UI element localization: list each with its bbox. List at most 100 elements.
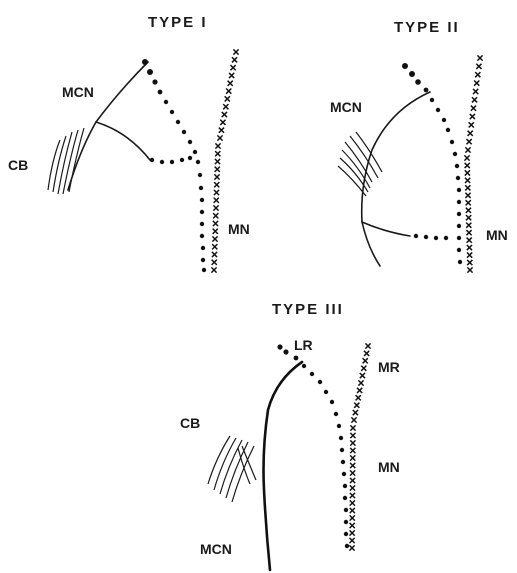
medial-root-cross: [213, 213, 218, 218]
medial-root-cross: [226, 88, 231, 93]
medial-root-cross: [469, 122, 474, 127]
label-cb-type-1: CB: [8, 157, 28, 173]
medial-root-cross: [232, 57, 237, 62]
medial-root-cross: [466, 223, 471, 228]
medial-root-cross: [213, 229, 218, 234]
medial-root-cross: [220, 120, 225, 125]
medial-root-cross: [349, 545, 354, 550]
label-mn-type-3: MN: [378, 459, 400, 475]
medial-root-cross: [354, 403, 359, 408]
medial-root-cross: [465, 170, 470, 175]
medial-root-cross: [350, 440, 355, 445]
medial-root-cross: [364, 351, 369, 356]
medial-root-cross: [357, 388, 362, 393]
medial-root-cross: [213, 221, 218, 226]
label-mcn-type-2: MCN: [330, 99, 362, 115]
lateral-root-dots-type-2: [402, 63, 462, 264]
medial-root-cross: [473, 89, 478, 94]
medial-root-cross: [356, 395, 361, 400]
medial-root-crosses-type-2: [464, 55, 482, 272]
panel-title-type-2: TYPE II: [394, 19, 460, 36]
medial-root-cross: [468, 131, 473, 136]
medial-root-cross: [350, 433, 355, 438]
mcn-nerve-type-2: [362, 92, 430, 266]
medial-root-cross: [363, 358, 368, 363]
medial-root-cross: [212, 260, 217, 265]
medial-root-cross: [475, 72, 480, 77]
medial-root-cross: [467, 238, 472, 243]
medial-root-cross: [349, 538, 354, 543]
medial-root-cross: [350, 448, 355, 453]
medial-root-cross: [350, 493, 355, 498]
label-mcn-type-3: MCN: [200, 541, 232, 557]
medial-root-cross: [361, 366, 366, 371]
label-mn-type-1: MN: [228, 221, 250, 237]
medial-root-cross: [215, 143, 220, 148]
medial-root-cross: [350, 455, 355, 460]
medial-root-cross: [467, 267, 472, 272]
medial-root-cross: [465, 178, 470, 183]
medial-root-cross: [215, 159, 220, 164]
medial-root-cross: [350, 515, 355, 520]
medial-root-cross: [230, 65, 235, 70]
medial-root-cross: [353, 410, 358, 415]
medial-root-cross: [229, 73, 234, 78]
medial-root-cross: [466, 208, 471, 213]
medial-root-cross: [213, 205, 218, 210]
medial-root-cross: [360, 373, 365, 378]
medial-root-cross: [214, 198, 219, 203]
medial-root-cross: [350, 463, 355, 468]
medial-root-cross: [467, 252, 472, 257]
lateral-root-dots-type-1: [142, 59, 206, 272]
medial-root-cross: [466, 200, 471, 205]
medial-root-cross: [233, 49, 238, 54]
medial-root-crosses-type-1: [211, 49, 238, 272]
medial-root-cross: [350, 530, 355, 535]
medial-root-cross: [228, 81, 233, 86]
medial-root-cross: [222, 112, 227, 117]
mcn-branch-type-2: [362, 222, 410, 236]
medial-root-cross: [470, 114, 475, 119]
panel-type-3: TYPE III: [180, 301, 400, 570]
medial-root-cross: [223, 104, 228, 109]
medial-root-cross: [225, 96, 230, 101]
medial-root-cross: [476, 64, 481, 69]
medial-root-cross: [214, 190, 219, 195]
medial-root-cross: [215, 167, 220, 172]
panel-title-type-3: TYPE III: [272, 301, 344, 318]
panel-type-2: TYPE II: [330, 19, 508, 273]
medial-root-cross: [477, 55, 482, 60]
medial-root-cross: [217, 135, 222, 140]
medial-root-cross: [350, 425, 355, 430]
medial-root-cross: [212, 236, 217, 241]
panel-type-1: TYPE I: [8, 14, 250, 273]
mcn-branch-type-1: [96, 122, 150, 160]
medial-root-cross: [351, 417, 356, 422]
medial-root-cross: [211, 267, 216, 272]
medial-root-cross: [465, 193, 470, 198]
cb-hatch-type-3: [208, 436, 256, 502]
medial-root-cross: [465, 163, 470, 168]
medial-root-cross: [465, 147, 470, 152]
medial-root-cross: [467, 260, 472, 265]
medial-root-cross: [471, 106, 476, 111]
medial-root-cross: [467, 245, 472, 250]
panel-title-type-1: TYPE I: [148, 14, 208, 31]
medial-root-cross: [350, 485, 355, 490]
medial-root-cross: [214, 182, 219, 187]
medial-root-cross: [465, 185, 470, 190]
medial-root-cross: [474, 80, 479, 85]
medial-root-cross: [466, 230, 471, 235]
label-mr-type-3: MR: [378, 359, 400, 375]
medial-root-cross: [212, 244, 217, 249]
medial-root-cross: [466, 215, 471, 220]
medial-root-cross: [350, 508, 355, 513]
medial-root-cross: [350, 500, 355, 505]
medial-root-cross: [365, 343, 370, 348]
medial-root-cross: [350, 470, 355, 475]
medial-root-cross: [350, 478, 355, 483]
label-lr-type-3: LR: [294, 337, 313, 353]
medial-root-cross: [472, 97, 477, 102]
medial-root-cross: [358, 380, 363, 385]
